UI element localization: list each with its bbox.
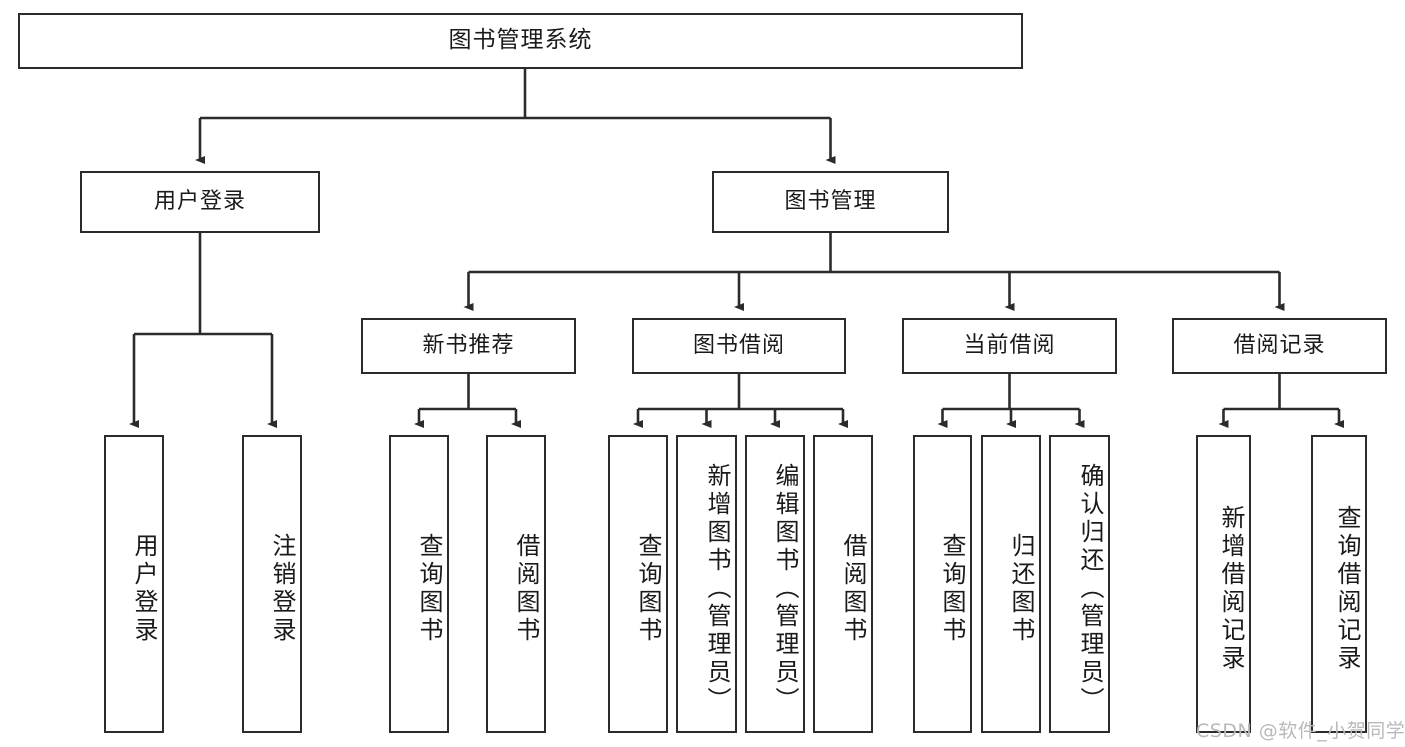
leaf-node-借阅图书-label: 借阅图书 xyxy=(512,533,540,645)
level2-node-新书推荐-label: 新书推荐 xyxy=(422,332,515,358)
leaf-node-编辑图书（管理员）-label: 编辑图书（管理员） xyxy=(771,463,799,715)
leaf-node-新增图书（管理员）-label: 新增图书（管理员） xyxy=(703,463,731,715)
level2-node-图书借阅-label: 图书借阅 xyxy=(692,332,785,358)
leaf-node-注销登录-label: 注销登录 xyxy=(268,533,296,645)
leaf-node-注销登录[interactable]: 注销登录 xyxy=(242,435,302,733)
level2-node-当前借阅-label: 当前借阅 xyxy=(963,332,1056,358)
leaf-node-确认归还（管理员）-label: 确认归还（管理员） xyxy=(1076,463,1104,715)
leaf-node-归还图书-label: 归还图书 xyxy=(1007,533,1035,645)
leaf-node-确认归还（管理员）[interactable]: 确认归还（管理员） xyxy=(1049,435,1110,733)
csdn-watermark: CSDN @软件_小贺同学 xyxy=(1196,720,1405,742)
leaf-node-查询图书[interactable]: 查询图书 xyxy=(913,435,972,733)
leaf-node-查询图书[interactable]: 查询图书 xyxy=(389,435,449,733)
leaf-node-用户登录-label: 用户登录 xyxy=(130,533,158,645)
leaf-node-查询借阅记录[interactable]: 查询借阅记录 xyxy=(1311,435,1367,733)
leaf-node-查询图书-label: 查询图书 xyxy=(938,533,966,645)
leaf-node-归还图书[interactable]: 归还图书 xyxy=(981,435,1041,733)
leaf-node-用户登录[interactable]: 用户登录 xyxy=(104,435,164,733)
level1-node-用户登录[interactable]: 用户登录 xyxy=(80,171,320,233)
leaf-node-编辑图书（管理员）[interactable]: 编辑图书（管理员） xyxy=(745,435,805,733)
leaf-node-查询图书-label: 查询图书 xyxy=(634,533,662,645)
leaf-node-借阅图书[interactable]: 借阅图书 xyxy=(486,435,546,733)
level1-node-图书管理-label: 图书管理 xyxy=(784,188,877,214)
level2-node-当前借阅[interactable]: 当前借阅 xyxy=(902,318,1117,374)
level1-node-用户登录-label: 用户登录 xyxy=(153,188,246,214)
leaf-node-查询图书-label: 查询图书 xyxy=(415,533,443,645)
leaf-node-借阅图书-label: 借阅图书 xyxy=(839,533,867,645)
leaf-node-新增图书（管理员）[interactable]: 新增图书（管理员） xyxy=(676,435,737,733)
root-node-图书管理系统[interactable]: 图书管理系统 xyxy=(18,13,1023,69)
leaf-node-借阅图书[interactable]: 借阅图书 xyxy=(813,435,873,733)
level2-node-借阅记录-label: 借阅记录 xyxy=(1233,332,1326,358)
level2-node-借阅记录[interactable]: 借阅记录 xyxy=(1172,318,1387,374)
root-node-图书管理系统-label: 图书管理系统 xyxy=(448,27,593,54)
leaf-node-新增借阅记录-label: 新增借阅记录 xyxy=(1217,505,1245,673)
level1-node-图书管理[interactable]: 图书管理 xyxy=(712,171,949,233)
level2-node-图书借阅[interactable]: 图书借阅 xyxy=(632,318,846,374)
leaf-node-新增借阅记录[interactable]: 新增借阅记录 xyxy=(1196,435,1251,733)
leaf-node-查询借阅记录-label: 查询借阅记录 xyxy=(1333,505,1361,673)
leaf-node-查询图书[interactable]: 查询图书 xyxy=(608,435,668,733)
level2-node-新书推荐[interactable]: 新书推荐 xyxy=(361,318,576,374)
